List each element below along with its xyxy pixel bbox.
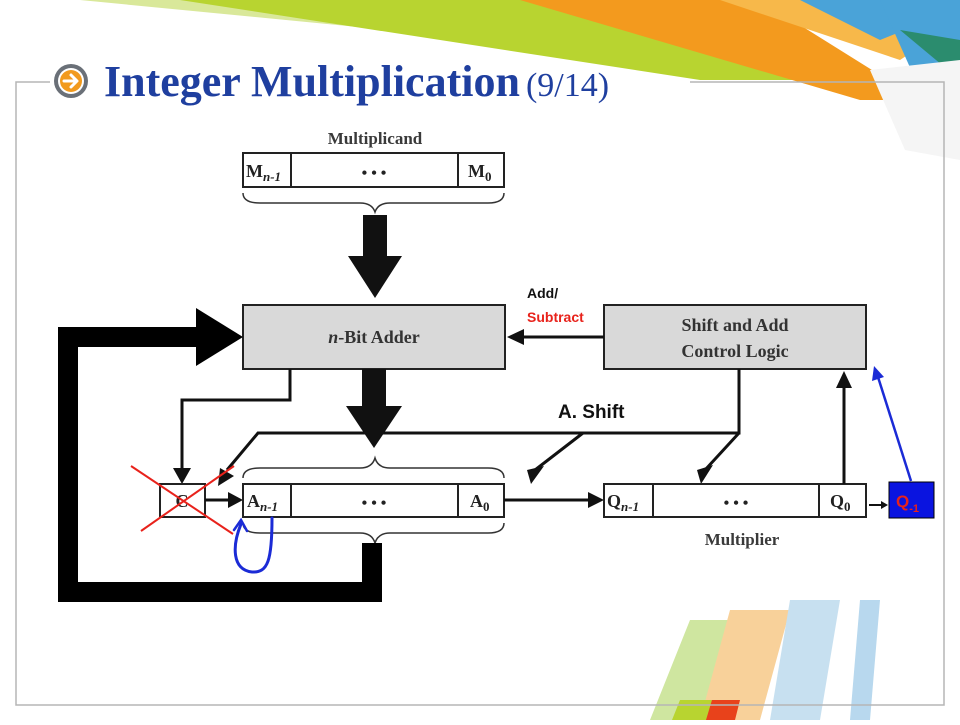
add-subtract-label-1: Add/ — [527, 285, 558, 301]
feedback-arrowhead — [196, 308, 243, 366]
blue-hand-drawn-arrow — [232, 516, 274, 574]
q-msb: Qn-1 — [607, 491, 639, 514]
adder-label: n-Bit Adder — [328, 327, 420, 347]
a-register — [242, 483, 505, 518]
q-minus1-register — [888, 481, 935, 519]
multiplicand-lsb: M0 — [468, 161, 492, 184]
carry-line — [180, 369, 292, 470]
a-msb: An-1 — [247, 491, 278, 514]
multiplicand-brace — [242, 192, 505, 215]
adder-to-a-arrow — [346, 369, 402, 448]
feedback-loop — [58, 327, 382, 602]
title-text: Integer Multiplication — [104, 57, 520, 106]
multiplicand-to-adder-arrow — [348, 215, 402, 298]
add-subtract-arrowhead — [507, 329, 524, 345]
q-dots: • • • — [724, 495, 749, 512]
control-to-c-line — [225, 369, 741, 471]
a-dots: • • • — [362, 495, 387, 512]
a-lsb: A0 — [470, 491, 490, 514]
q-minus1-label: Q-1 — [896, 492, 919, 515]
a-register-brace-bottom — [242, 522, 505, 546]
control-logic-line2: Control Logic — [681, 341, 788, 361]
multiplicand-msb: Mn-1 — [246, 161, 281, 184]
a-to-q-arrowhead — [588, 492, 604, 508]
page-title: Integer Multiplication(9/14) — [104, 56, 609, 107]
decorative-stripes-top — [80, 0, 960, 160]
c-to-a-arrowhead — [228, 492, 243, 508]
slide-frame — [15, 81, 945, 706]
multiplicand-label: Multiplicand — [328, 129, 423, 148]
q-minus1-annotation-line — [876, 376, 913, 482]
add-subtract-label-2: Subtract — [527, 309, 584, 325]
title-page-number: (9/14) — [525, 67, 610, 104]
control-to-a-line — [534, 431, 584, 472]
q-register — [603, 483, 867, 518]
multiplicand-dots: • • • — [362, 165, 387, 182]
arrow-bullet-icon — [54, 64, 88, 98]
multiplicand-register — [242, 152, 505, 188]
a-register-brace-top — [242, 455, 505, 479]
shift-annotation: A. Shift — [558, 402, 625, 423]
multiplier-label: Multiplier — [705, 530, 780, 549]
red-cross-annotation — [130, 465, 235, 535]
decorative-stripes-bottom — [650, 600, 880, 720]
control-to-q-line — [703, 431, 741, 472]
control-logic-line1: Shift and Add — [681, 315, 788, 335]
control-logic — [603, 304, 867, 370]
q-lsb: Q0 — [830, 491, 851, 514]
